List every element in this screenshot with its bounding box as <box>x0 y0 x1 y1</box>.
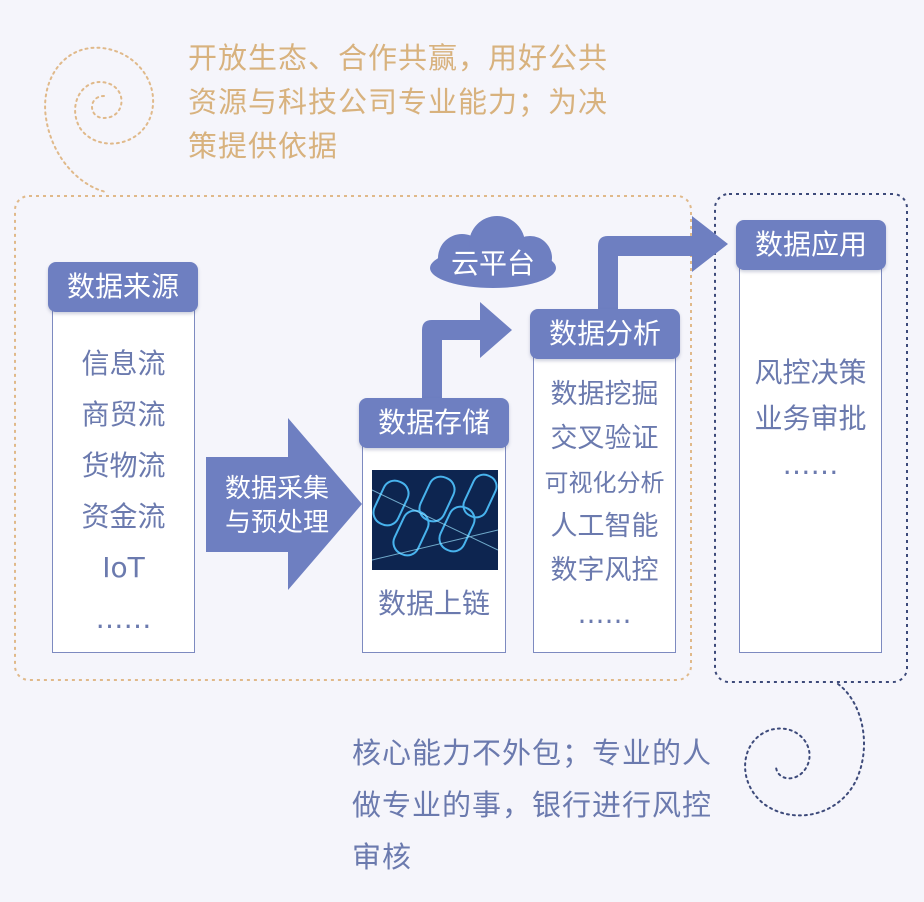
list-item: 风控决策 <box>754 356 867 389</box>
list-item: …… <box>95 602 152 635</box>
core-capability-note-line: 核心能力不外包；专业的人 <box>352 736 713 770</box>
sources-header: 数据来源 <box>48 262 198 312</box>
sources-list: 信息流 商贸流 货物流 资金流 IoT …… <box>52 338 195 644</box>
cloud-platform-label: 云平台 <box>450 247 535 280</box>
analysis-panel <box>533 350 676 653</box>
ecosystem-note-line: 开放生态、合作共赢，用好公共 <box>188 41 609 75</box>
ecosystem-note-line: 资源与科技公司专业能力；为决 <box>188 85 609 119</box>
list-item: 数字风控 <box>550 555 659 586</box>
list-item: 业务审批 <box>754 402 867 435</box>
list-item: 资金流 <box>81 500 166 533</box>
list-item: 人工智能 <box>550 511 659 542</box>
analysis-to-application-arrow <box>598 216 728 310</box>
list-item: 货物流 <box>81 449 166 482</box>
core-capability-note-line: 审核 <box>352 840 413 874</box>
list-item: 商贸流 <box>81 398 166 431</box>
collect-arrow-label-line: 与预处理 <box>224 508 329 538</box>
list-item: …… <box>577 599 632 630</box>
application-list: 风控决策 业务审批 …… <box>739 350 882 488</box>
cloud-icon <box>430 216 556 288</box>
blockchain-chain-image <box>372 470 498 570</box>
analysis-list: 数据挖掘 交叉验证 可视化分析 人工智能 数字风控 …… <box>533 373 676 637</box>
ecosystem-note-line: 策提供依据 <box>188 129 339 163</box>
application-frame <box>714 193 908 683</box>
ecosystem-note: 开放生态、合作共赢，用好公共 资源与科技公司专业能力；为决 策提供依据 <box>188 36 608 168</box>
storage-caption-text: 数据上链 <box>377 587 490 620</box>
list-item: …… <box>782 448 839 481</box>
core-capability-note: 核心能力不外包；专业的人 做专业的事，银行进行风控 审核 <box>352 727 712 883</box>
application-panel <box>739 262 882 653</box>
collect-arrow <box>206 418 362 590</box>
analysis-header: 数据分析 <box>530 309 680 359</box>
navy-spiral-decoration <box>744 683 865 817</box>
application-header: 数据应用 <box>736 220 886 270</box>
list-item: 信息流 <box>81 347 166 380</box>
sources-panel <box>52 300 195 653</box>
core-capability-note-line: 做专业的事，银行进行风控 <box>352 788 713 822</box>
list-item: 数据挖掘 <box>550 379 659 410</box>
ecosystem-frame <box>14 195 692 681</box>
list-item: 交叉验证 <box>550 423 659 454</box>
collect-arrow-label: 数据采集 与预处理 <box>206 472 348 540</box>
list-item: IoT <box>102 551 145 584</box>
storage-to-analysis-arrow <box>422 302 512 400</box>
storage-header: 数据存储 <box>359 398 509 448</box>
collect-arrow-label-line: 数据采集 <box>224 474 329 504</box>
orange-spiral-decoration <box>44 46 155 193</box>
storage-caption: 数据上链 <box>362 584 506 624</box>
list-item: 可视化分析 <box>544 469 665 497</box>
